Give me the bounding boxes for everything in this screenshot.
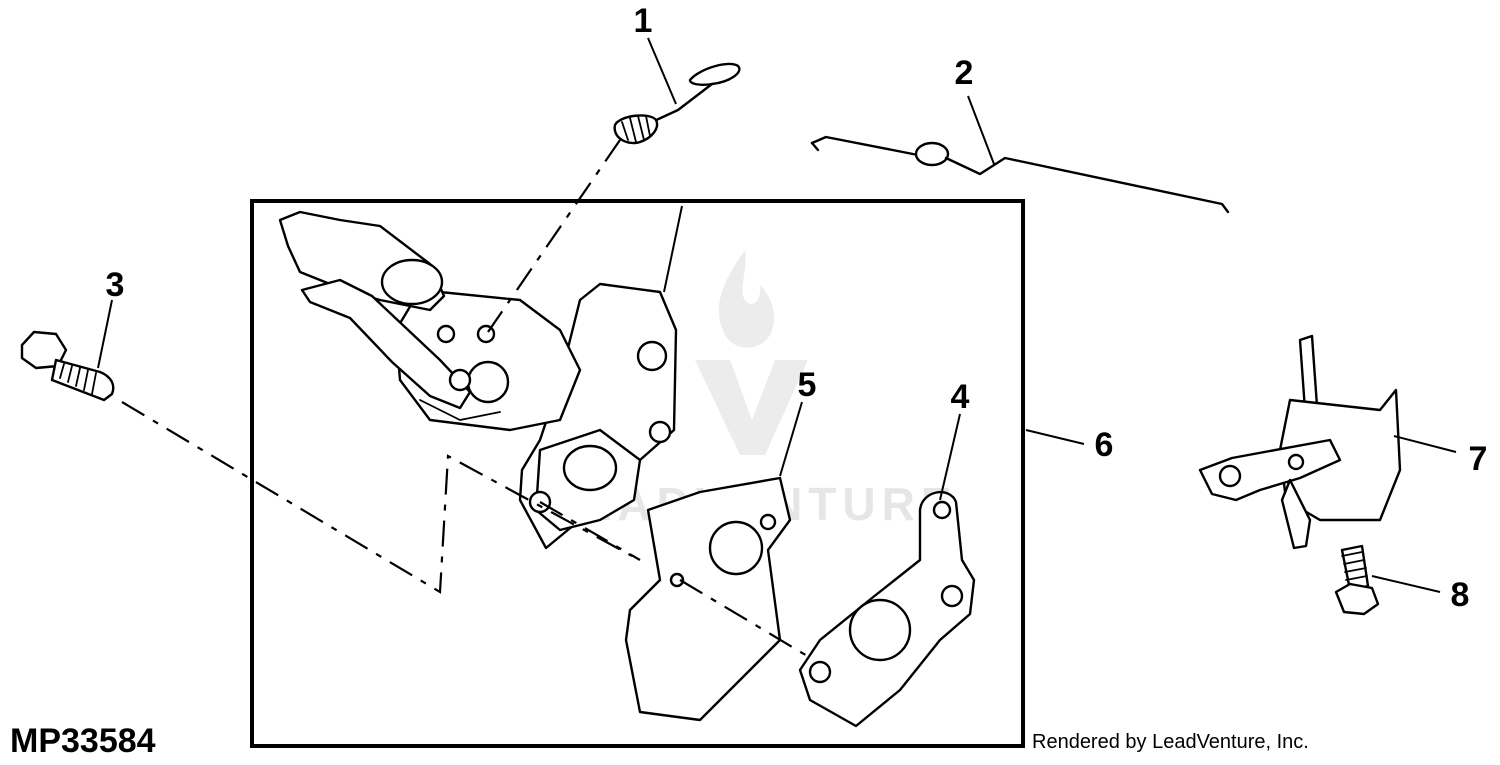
callout-8: 8 [1451, 576, 1470, 614]
callout-4: 4 [951, 378, 970, 416]
callout-6: 6 [1095, 426, 1114, 464]
leader-lines [97, 37, 1457, 593]
part-8-screw [1334, 544, 1380, 616]
part-4-insulator [798, 490, 976, 728]
render-credit: Rendered by LeadVenture, Inc. [1032, 731, 1309, 753]
figure-id: MP33584 [10, 722, 156, 760]
callouts: 1 2 3 4 5 6 7 8 [106, 2, 1488, 614]
kit-box [250, 199, 1025, 748]
part-7-bracket [1198, 334, 1402, 550]
watermark-flame-icon [718, 250, 775, 348]
part-3-screw [20, 330, 115, 402]
callout-7: 7 [1469, 440, 1488, 478]
part-5-gasket [624, 476, 792, 722]
alignment-lines [121, 139, 815, 661]
callout-5: 5 [798, 366, 817, 404]
carburetor-body [278, 210, 678, 550]
callout-3: 3 [106, 266, 125, 304]
part-2-link-rod [810, 135, 1230, 214]
callout-2: 2 [955, 54, 974, 92]
part-1-spring [613, 62, 741, 145]
watermark-v-icon [695, 360, 808, 455]
callout-1: 1 [634, 2, 653, 40]
